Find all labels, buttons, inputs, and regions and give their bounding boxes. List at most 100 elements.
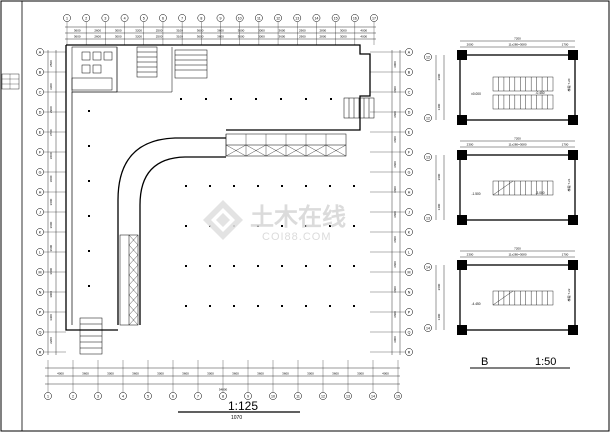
axis-circle	[405, 228, 413, 236]
column	[257, 265, 259, 267]
bottom-dim-text: 3600	[282, 372, 289, 376]
axis-label: 6	[162, 16, 164, 20]
bottom-axis-bubble: 10	[269, 392, 277, 400]
axis-circle	[36, 268, 44, 276]
axis-label: 16	[353, 16, 357, 20]
left-axis-bubble: A	[36, 48, 44, 56]
axis-label: 17	[372, 16, 376, 20]
detail-sub-dim: 1700	[562, 143, 569, 147]
axis-label: 4	[122, 394, 124, 398]
top-dim-text: 3600	[74, 29, 81, 33]
left-dim-text: 3600	[49, 198, 53, 205]
detail-column	[568, 215, 578, 225]
right-axis-bubble: L	[405, 248, 413, 256]
bottom-axis-bubble: 5	[144, 392, 152, 400]
top-axis-bubble: 14	[312, 14, 321, 22]
bottom-dim-text: 3600	[257, 372, 264, 376]
axis-circle	[294, 392, 302, 400]
column	[329, 265, 331, 267]
right-dim-text: 3600	[393, 311, 397, 318]
detail-left-dim: 1400	[437, 103, 441, 110]
axis-circle	[219, 392, 227, 400]
axis-circle	[405, 168, 413, 176]
top-axis-bubble: 10	[235, 14, 244, 22]
axis-label: 13	[295, 16, 299, 20]
axis-circle	[36, 148, 44, 156]
column	[257, 305, 259, 307]
bottom-dim-text: 3000	[307, 372, 314, 376]
right-dim-text: 3600	[393, 286, 397, 293]
axis-circle	[255, 14, 263, 22]
bottom-axis-bubble: 3	[94, 392, 102, 400]
detail-sub-dim: 11x280=3080	[508, 43, 526, 47]
left-dim-text: 2500	[49, 60, 53, 67]
bottom-axis-bubble: 9	[244, 392, 252, 400]
right-dim-text: 3600	[393, 236, 397, 243]
watermark-text: 土木在线	[250, 203, 346, 231]
column	[330, 98, 332, 100]
axis-label: 9	[247, 394, 249, 398]
column	[233, 305, 235, 307]
column	[233, 265, 235, 267]
axis-label: 2	[85, 16, 87, 20]
axis-label: 6	[172, 394, 174, 398]
detail-axis-bubble: 14	[424, 263, 432, 271]
axis-circle	[405, 248, 413, 256]
axis-label: B	[39, 70, 42, 74]
detail-column	[568, 150, 578, 160]
axis-circle	[44, 392, 52, 400]
column	[353, 225, 355, 227]
detail-elevation: -3.000	[535, 191, 544, 195]
axis-label: J	[39, 210, 41, 214]
detail-sub-dim: 11x280=3080	[508, 143, 526, 147]
axis-label: D	[39, 110, 42, 114]
top-axis-bubble: 8	[197, 14, 206, 22]
axis-circle	[424, 153, 432, 161]
right-dim-text: 3600	[393, 86, 397, 93]
axis-label: 5	[143, 16, 145, 20]
brace-line	[128, 294, 139, 306]
axis-circle	[36, 208, 44, 216]
brace-line	[285, 144, 307, 157]
right-axis-bubble: A	[405, 48, 413, 56]
right-axis-bubble: D	[405, 108, 413, 116]
top-axis-bubble: 11	[255, 14, 263, 22]
top-dim-text: 3000	[115, 35, 122, 39]
left-axis-bubble: L	[36, 248, 44, 256]
brace-line	[325, 144, 347, 157]
brace-line	[225, 144, 247, 157]
axis-circle	[36, 68, 44, 76]
axis-circle	[344, 392, 352, 400]
column	[205, 98, 207, 100]
axis-circle	[424, 53, 432, 61]
top-dim-text: 3000	[258, 29, 265, 33]
axis-circle	[350, 14, 359, 22]
column	[180, 98, 182, 100]
axis-label: K	[408, 230, 411, 234]
top-dim-text: 4000	[360, 35, 367, 39]
axis-circle	[394, 392, 402, 400]
axis-label: R	[39, 350, 42, 354]
top-axis-bubble: 5	[139, 14, 148, 22]
left-axis-bubble: C	[36, 88, 44, 96]
right-dim-text: 3600	[393, 161, 397, 168]
right-dim-text: 3600	[393, 136, 397, 143]
right-axis-bubble: B	[405, 68, 413, 76]
column	[209, 265, 211, 267]
detail-column	[457, 260, 467, 270]
bottom-dim-text: 3000	[107, 372, 114, 376]
top-axis-bubble: 1	[63, 14, 71, 22]
bottom-axis-bubble: 4	[119, 392, 127, 400]
axis-label: M	[408, 270, 411, 274]
top-dim-text: 3600	[197, 35, 204, 39]
axis-label: 5	[147, 394, 149, 398]
right-axis-bubble: N	[405, 288, 413, 296]
column	[353, 185, 355, 187]
top-dimension-texts: 3600360026002600300030003200320025002500…	[74, 29, 368, 39]
left-dim-text: 3600	[49, 175, 53, 182]
axis-circle	[235, 14, 244, 22]
top-axis-bubble: 6	[159, 14, 167, 22]
